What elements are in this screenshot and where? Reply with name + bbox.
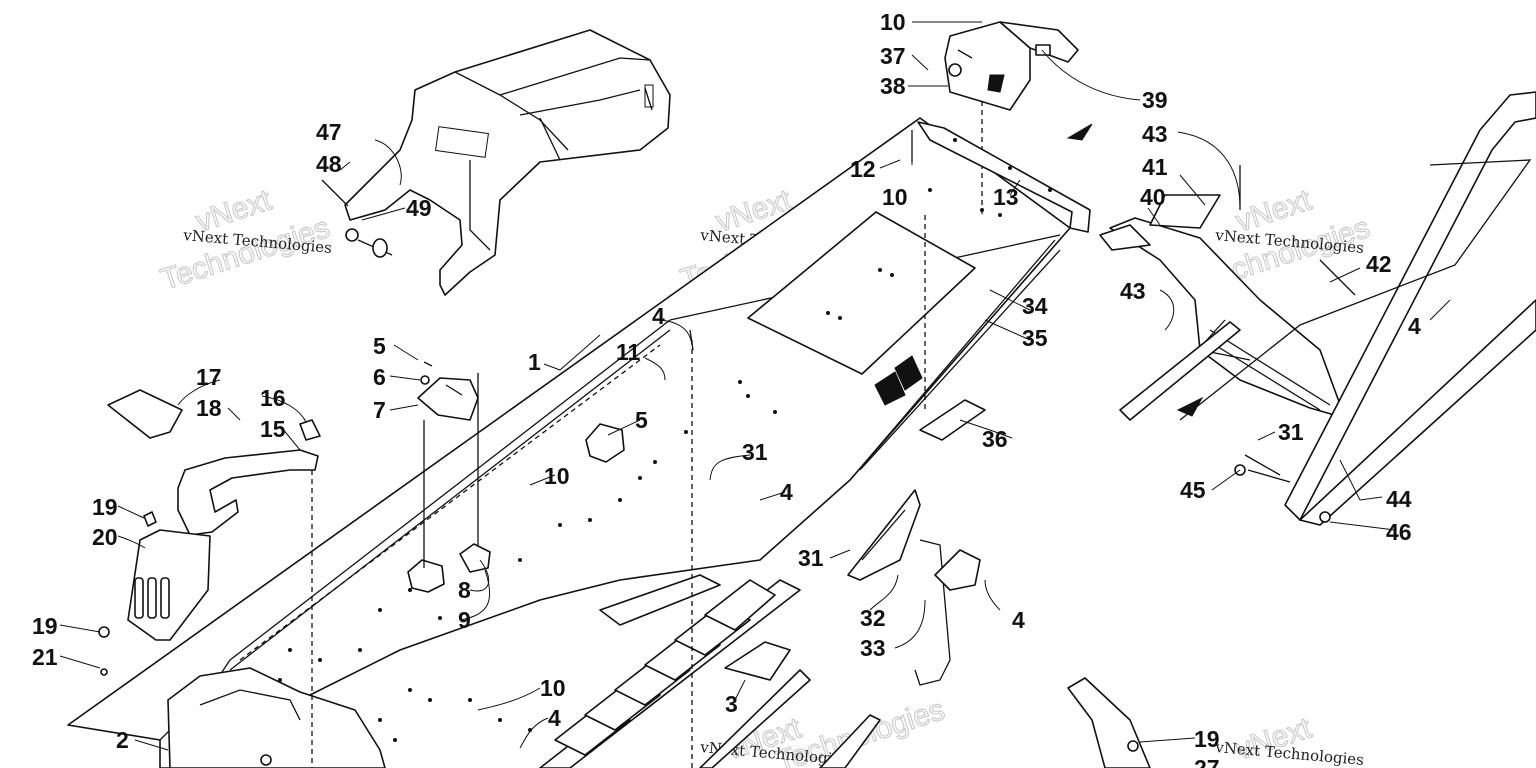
- callout-48: 48: [316, 151, 342, 177]
- callout-20: 20: [92, 524, 118, 550]
- callout-4b: 4: [780, 479, 793, 505]
- callout-4a: 4: [652, 303, 665, 329]
- callout-39: 39: [1142, 87, 1168, 113]
- callout-49: 49: [406, 195, 432, 221]
- hardware-right: [1234, 454, 1331, 523]
- callout-41: 41: [1142, 154, 1168, 180]
- callout-3: 3: [725, 691, 738, 717]
- callout-31a: 31: [742, 439, 768, 465]
- callout-21: 21: [32, 644, 58, 670]
- callout-19b: 19: [32, 613, 58, 639]
- callout-5b: 5: [635, 407, 648, 433]
- callout-19a: 19: [92, 494, 118, 520]
- callout-15: 15: [260, 416, 286, 442]
- callout-16: 16: [260, 385, 286, 411]
- seat-part: [344, 29, 671, 296]
- callout-40: 40: [1140, 184, 1166, 210]
- grab-handle-part: [98, 389, 321, 676]
- callout-labels: 1 2 3 4 4 4 4 4 5 5 6 7 8 9 10 10 10 10 …: [32, 9, 1421, 768]
- callout-4d: 4: [1408, 313, 1421, 339]
- callout-38: 38: [880, 73, 906, 99]
- callout-5a: 5: [373, 333, 386, 359]
- callout-36: 36: [982, 426, 1008, 452]
- leader-lines: [59, 21, 1451, 751]
- callout-45: 45: [1180, 477, 1206, 503]
- washer-parts: [407, 420, 625, 593]
- bracket-lower-right-part: [1067, 677, 1151, 768]
- callout-31b: 31: [798, 545, 824, 571]
- callout-7: 7: [373, 397, 386, 423]
- callout-18: 18: [196, 395, 222, 421]
- bracket-7-part: [417, 361, 479, 560]
- callout-4c: 4: [1012, 607, 1025, 633]
- callout-6: 6: [373, 364, 386, 390]
- strap-part: [847, 489, 981, 686]
- callout-31c: 31: [1278, 419, 1304, 445]
- callout-12: 12: [850, 156, 876, 182]
- rear-bumper-part: [1119, 91, 1536, 526]
- footrest-cleats: [554, 579, 776, 756]
- callout-35: 35: [1022, 325, 1048, 351]
- callout-13: 13: [993, 184, 1019, 210]
- callout-33: 33: [860, 635, 886, 661]
- callout-8: 8: [458, 577, 471, 603]
- callout-1: 1: [528, 349, 541, 375]
- tunnel-edge-detail: [239, 344, 661, 661]
- callout-17: 17: [196, 364, 222, 390]
- rivet-dots: [278, 188, 1002, 742]
- callout-11: 11: [616, 339, 641, 365]
- tunnel-part: [67, 117, 1071, 768]
- bracket-13-part: [917, 121, 1091, 233]
- callout-4e: 4: [548, 705, 561, 731]
- callout-10c: 10: [544, 463, 570, 489]
- bracket-36-part: [919, 399, 986, 441]
- callout-19c: 19: [1194, 726, 1220, 752]
- running-board-part: [539, 574, 801, 768]
- front-bracket-part: [167, 667, 386, 768]
- callout-10d: 10: [540, 675, 566, 701]
- callout-32: 32: [860, 605, 886, 631]
- callout-47: 47: [316, 119, 342, 145]
- callout-37: 37: [880, 43, 906, 69]
- rail-3-part: [699, 641, 881, 768]
- callout-10b: 10: [882, 184, 908, 210]
- fastener-48-49: [321, 179, 393, 258]
- callout-2: 2: [116, 727, 129, 753]
- direction-arrow-1: [1066, 123, 1093, 141]
- callout-43a: 43: [1142, 121, 1168, 147]
- direction-arrow-2: [1176, 396, 1204, 417]
- callout-34: 34: [1022, 293, 1048, 319]
- callout-9: 9: [458, 607, 471, 633]
- callout-42: 42: [1366, 251, 1392, 277]
- callout-44: 44: [1386, 486, 1412, 512]
- callout-43b: 43: [1120, 278, 1146, 304]
- callout-27: 27: [1194, 755, 1220, 768]
- taillight-part: [944, 21, 1079, 111]
- callout-10a: 10: [880, 9, 906, 35]
- callout-46: 46: [1386, 519, 1412, 545]
